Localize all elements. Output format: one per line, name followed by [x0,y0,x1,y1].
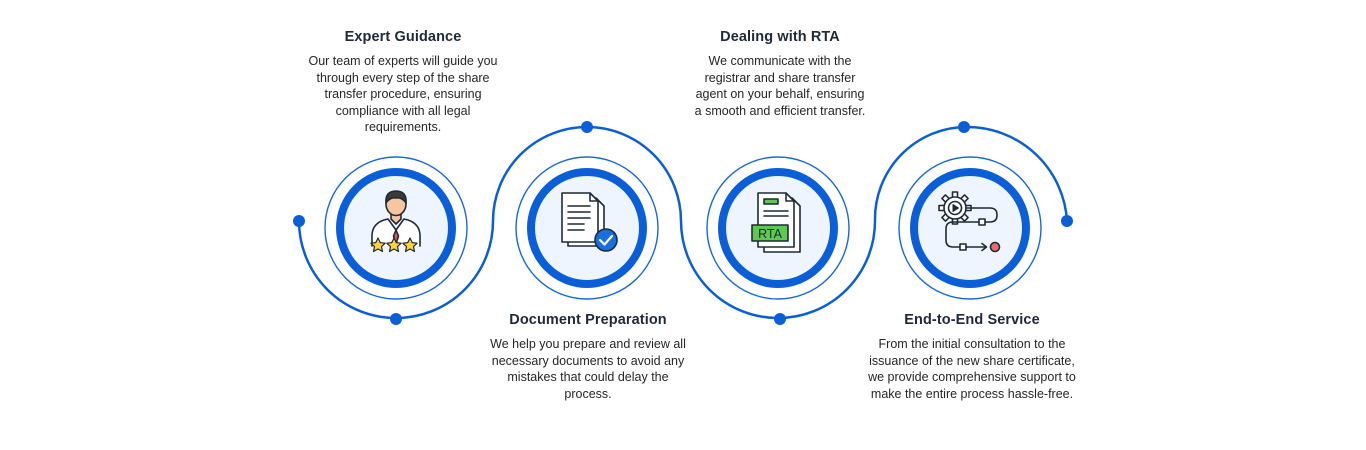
path-end-dot [1061,215,1073,227]
step-title: Document Preparation [509,312,667,328]
step-description: We help you prepare and review all neces… [490,337,686,401]
step-title: Expert Guidance [344,29,462,45]
step-description: From the initial consultation to the iss… [868,337,1076,401]
step-title: End-to-End Service [904,312,1040,328]
rta-icon-label: RTA [758,227,783,241]
step-circle-expert-guidance [324,156,468,300]
path-start-dot [293,215,305,227]
path-dot [774,313,786,325]
path-dot [581,121,593,133]
step-circle-end-to-end-service [898,156,1042,300]
connector-path [297,125,1069,320]
path-dot [958,121,970,133]
step-description: Our team of experts will guide you throu… [308,54,498,135]
expert-with-stars-icon [371,190,421,247]
rta-document-icon [751,192,801,253]
document-check-icon [561,192,618,252]
step-expert-guidance: Expert Guidance Our team of experts will… [303,29,503,136]
step-description: We communicate with the registrar and sh… [694,54,866,118]
step-end-to-end-service: End-to-End Service From the initial cons… [862,312,1082,402]
step-title: Dealing with RTA [720,29,840,45]
gear-workflow-icon [938,191,1001,253]
step-dealing-with-rta: Dealing with RTA We communicate with the… [692,29,868,119]
rating-stars [370,237,418,253]
step-document-preparation: Document Preparation We help you prepare… [486,312,690,402]
path-dot [390,313,402,325]
